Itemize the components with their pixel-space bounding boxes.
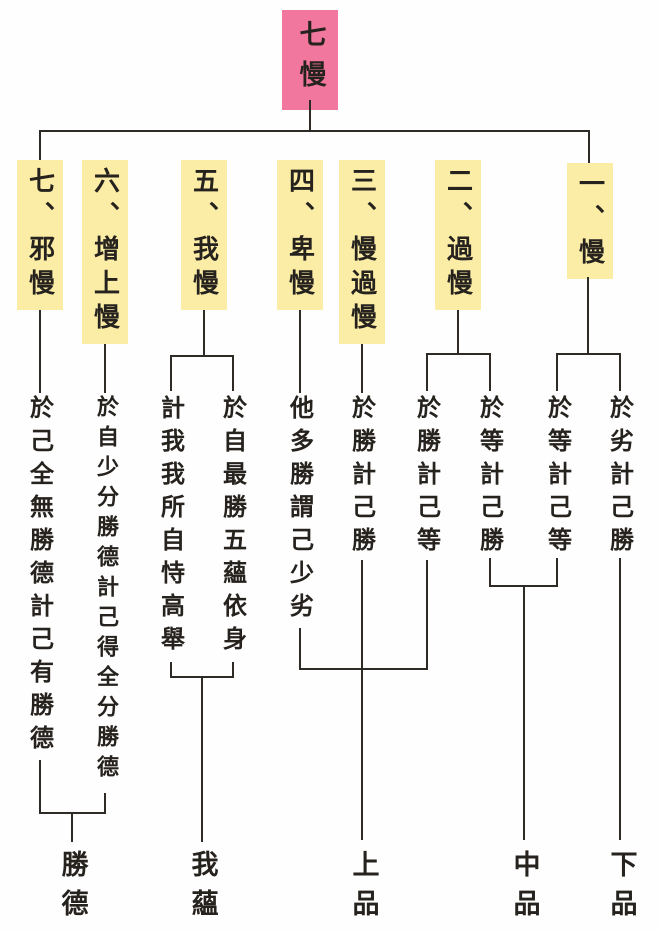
connector-stem-b7 <box>39 310 41 393</box>
connector-fork-b1 <box>557 353 621 355</box>
branch-6-zengshangman: 六、增上慢 <box>82 160 128 344</box>
connector-stem-b3 <box>361 344 363 393</box>
branch-2-guoman: 二、過慢 <box>435 160 481 310</box>
connector-drop-woyun <box>201 676 203 842</box>
branch-7-xiemang: 七、邪慢 <box>17 160 63 310</box>
group-label-xiapin: 下品 <box>605 850 637 928</box>
connector-drop-zhongpin <box>523 585 525 840</box>
connector-fork-b5-left <box>170 355 172 391</box>
definition-man-a: 於等計己等 <box>543 395 572 560</box>
connector-c5-stub <box>299 628 301 670</box>
connector-fork-b2-right <box>489 353 491 391</box>
connector-stem-b2 <box>457 310 459 354</box>
connector-c9-stub <box>556 558 558 587</box>
connector-c6-line <box>361 560 363 840</box>
group-label-zhongpin: 中品 <box>508 850 540 928</box>
definition-man-b: 於劣計己勝 <box>605 395 634 560</box>
definition-zengshangman: 於自少分勝德計己得全分勝德 <box>93 395 118 785</box>
connector-drop-branch7 <box>39 130 41 160</box>
group-label-woyun: 我蘊 <box>186 850 218 928</box>
branch-3-manguoman: 三、慢過慢 <box>339 160 385 344</box>
connector-fork-b2-left <box>426 353 428 391</box>
connector-merge-shangpin <box>299 668 428 670</box>
connector-stem-b1 <box>587 277 589 355</box>
connector-fork-b5-right <box>232 355 234 391</box>
connector-c7-stub <box>426 560 428 670</box>
connector-c2-stub <box>104 793 106 814</box>
definition-woman-b: 於自最勝五蘊依身 <box>218 395 247 659</box>
root-node: 七慢 <box>282 10 338 110</box>
connector-stem-b4 <box>299 310 301 393</box>
branch-5-woman: 五、我慢 <box>181 160 227 310</box>
connector-c8-stub <box>489 558 491 587</box>
connector-drop-shengde <box>71 812 73 842</box>
definition-guoman-b: 於等計己勝 <box>475 395 504 560</box>
definition-manguoman: 於勝計己勝 <box>347 395 376 560</box>
connector-c10-line <box>619 558 621 840</box>
connector-drop-branch1 <box>588 130 590 163</box>
connector-fork-b1-right <box>619 353 621 391</box>
connector-fork-b2 <box>427 353 491 355</box>
connector-c3-stub <box>170 662 172 678</box>
definition-xiemang: 於己全無勝德計己有勝德 <box>25 395 54 758</box>
branch-1-man: 一、慢 <box>567 163 613 279</box>
connector-fork-b1-left <box>556 353 558 391</box>
definition-guoman-a: 於勝計己等 <box>412 395 441 560</box>
group-label-shengde: 勝德 <box>56 850 88 928</box>
connector-stem-b6 <box>104 344 106 393</box>
connector-c4-stub <box>232 662 234 678</box>
definition-beiman: 他多勝謂己少劣 <box>285 395 314 626</box>
connector-fork-b5 <box>171 355 234 357</box>
group-label-shangpin: 上品 <box>347 850 379 928</box>
connector-stem-b5 <box>203 310 205 356</box>
connector-c1-stub <box>39 760 41 814</box>
definition-woman-a: 計我我所自恃高舉 <box>156 395 185 659</box>
connector-main-horizontal <box>40 130 590 132</box>
connector-root-stem <box>309 100 311 131</box>
branch-4-beiman: 四、卑慢 <box>277 160 323 310</box>
